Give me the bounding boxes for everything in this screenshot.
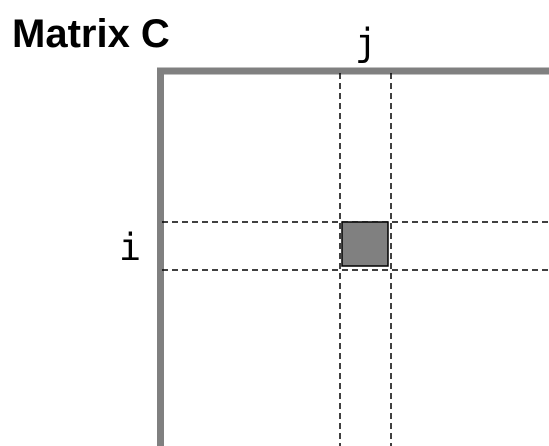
highlighted-cell [341, 221, 389, 267]
column-index-label: j [355, 21, 377, 64]
row-index-label: i [119, 226, 141, 269]
matrix-title: Matrix C [12, 12, 170, 56]
